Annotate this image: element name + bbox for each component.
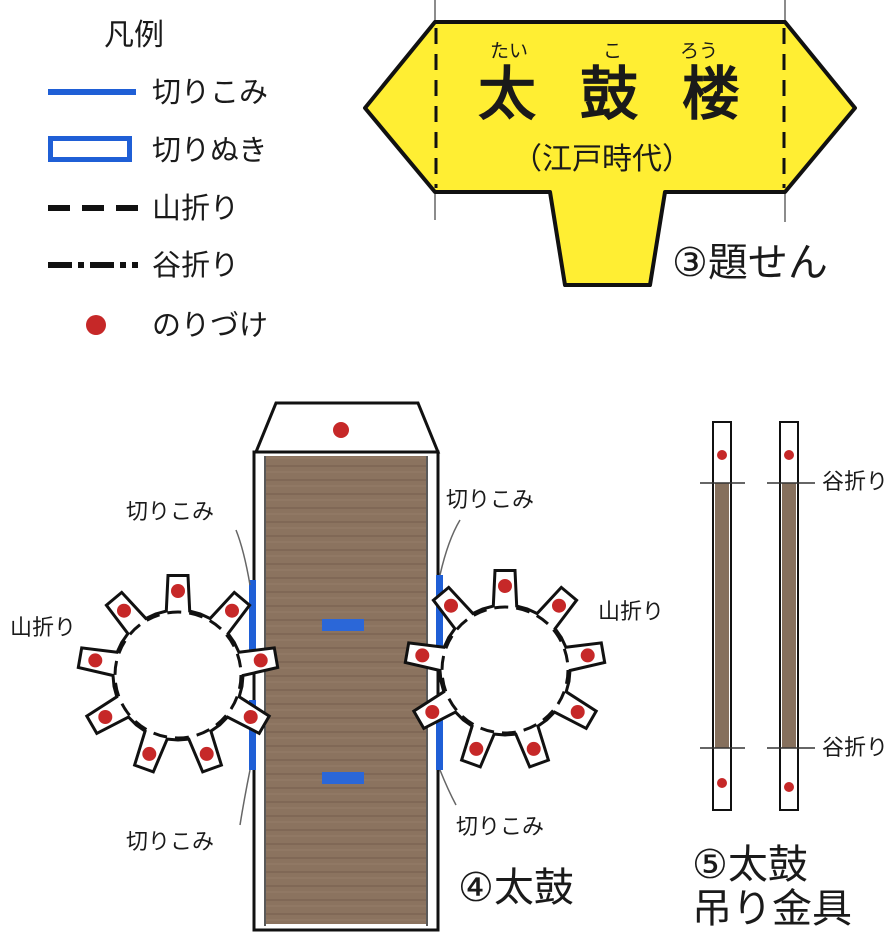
leader-cut-left-top [235, 529, 251, 586]
cut-line-icon [48, 89, 136, 95]
drum-slot-lower [322, 772, 364, 784]
glue-dot-right-3 [570, 705, 585, 719]
drum-wood-panel [266, 456, 426, 924]
legend-label-mountain-fold: 山折り [152, 191, 240, 225]
ruby-ko: こ [603, 40, 623, 62]
glue-dot-right-4 [526, 741, 541, 756]
glue-dot-left-6 [98, 710, 113, 724]
glue-dot-right-6 [425, 705, 440, 719]
title-char-tai: 太 [478, 60, 537, 128]
cutout-box-icon [48, 136, 132, 162]
legend-item-cutout: 切りぬき [40, 130, 360, 170]
label-fold-right: 山折り [598, 600, 665, 625]
drum-head-left-fold-circle [113, 610, 243, 740]
title-char-ko: 鼓 [580, 60, 639, 128]
legend-title: 凡例 [104, 18, 164, 53]
drum-slot-upper [322, 619, 364, 631]
title-era: （江戸時代） [512, 142, 692, 177]
hanger-rods [700, 421, 815, 811]
leader-cut-right-bottom [439, 769, 457, 806]
drum-head-right-fold-circle [440, 605, 570, 735]
mountain-fold-dash-icon [48, 205, 138, 211]
glue-dot-right-2 [580, 648, 595, 663]
glue-dot-left-4 [199, 746, 214, 761]
legend-item-valley-fold: 谷折り [40, 245, 360, 285]
label-cut-right-bottom: 切りこみ [456, 815, 545, 840]
valley-fold-dashdot-icon [48, 262, 138, 268]
glue-dot-rod-right-bottom [784, 782, 794, 792]
cut-edge-left-upper [249, 580, 256, 650]
legend-item-cut: 切りこみ [40, 72, 360, 112]
glue-dot-left-8 [117, 603, 131, 618]
glue-dot-rod-right-top [784, 450, 794, 460]
legend-label-glue: のりづけ [152, 308, 269, 342]
glue-dot-left-3 [243, 710, 258, 724]
title-char-rou: 楼 [682, 60, 741, 128]
leader-cut-left-bottom [239, 769, 251, 826]
glue-dot-right-1 [552, 598, 566, 613]
ruby-tai: たい [490, 40, 529, 62]
caption-title-strip: ③題せん [672, 240, 828, 286]
glue-dot-rod-left-top [717, 450, 727, 460]
title-banner-shape [363, 0, 857, 287]
ruby-rou: ろう [680, 40, 719, 62]
legend-label-cutout: 切りぬき [152, 133, 268, 167]
drum-body-shape [249, 401, 443, 932]
caption-hanger-line2: 吊り金具 [692, 886, 852, 932]
glue-dot-right-7 [415, 648, 430, 663]
caption-hanger-line1: ⑤太鼓 [692, 842, 808, 888]
label-fold-left: 山折り [10, 616, 77, 641]
glue-dot-left-1 [225, 603, 239, 618]
cut-edge-right-lower [436, 700, 443, 770]
label-valley-fold-top: 谷折り [822, 470, 889, 495]
hanger-rod-right-body [782, 483, 796, 748]
label-cut-left-bottom: 切りこみ [126, 830, 215, 855]
glue-dot-right-0 [498, 579, 512, 593]
glue-dot-left-2 [253, 653, 268, 668]
glue-dot-rod-left-bottom [717, 778, 727, 788]
glue-dot-top-tab [333, 422, 349, 438]
glue-dot-left-5 [142, 746, 157, 761]
banner-body [363, 20, 857, 287]
label-cut-left-top: 切りこみ [126, 500, 215, 525]
label-cut-right-top: 切りこみ [446, 488, 535, 513]
glue-dot-right-8 [444, 598, 458, 613]
legend-label-cut: 切りこみ [152, 75, 269, 109]
legend-item-glue: のりづけ [40, 305, 360, 345]
leader-cut-right-top [439, 519, 461, 576]
legend-item-mountain-fold: 山折り [40, 188, 360, 228]
legend-label-valley-fold: 谷折り [152, 248, 240, 282]
glue-dot-icon [86, 315, 106, 335]
glue-dot-right-5 [469, 741, 484, 756]
cut-edge-right-upper [436, 575, 443, 650]
cut-edge-left-lower [249, 700, 256, 770]
glue-dot-left-0 [171, 584, 185, 598]
caption-drum: ④太鼓 [458, 865, 574, 911]
glue-dot-left-7 [88, 653, 103, 668]
drum-head-right [403, 569, 607, 769]
label-valley-fold-bottom: 谷折り [822, 736, 889, 761]
drum-head-left [76, 574, 280, 774]
hanger-rod-left-body [715, 483, 729, 748]
